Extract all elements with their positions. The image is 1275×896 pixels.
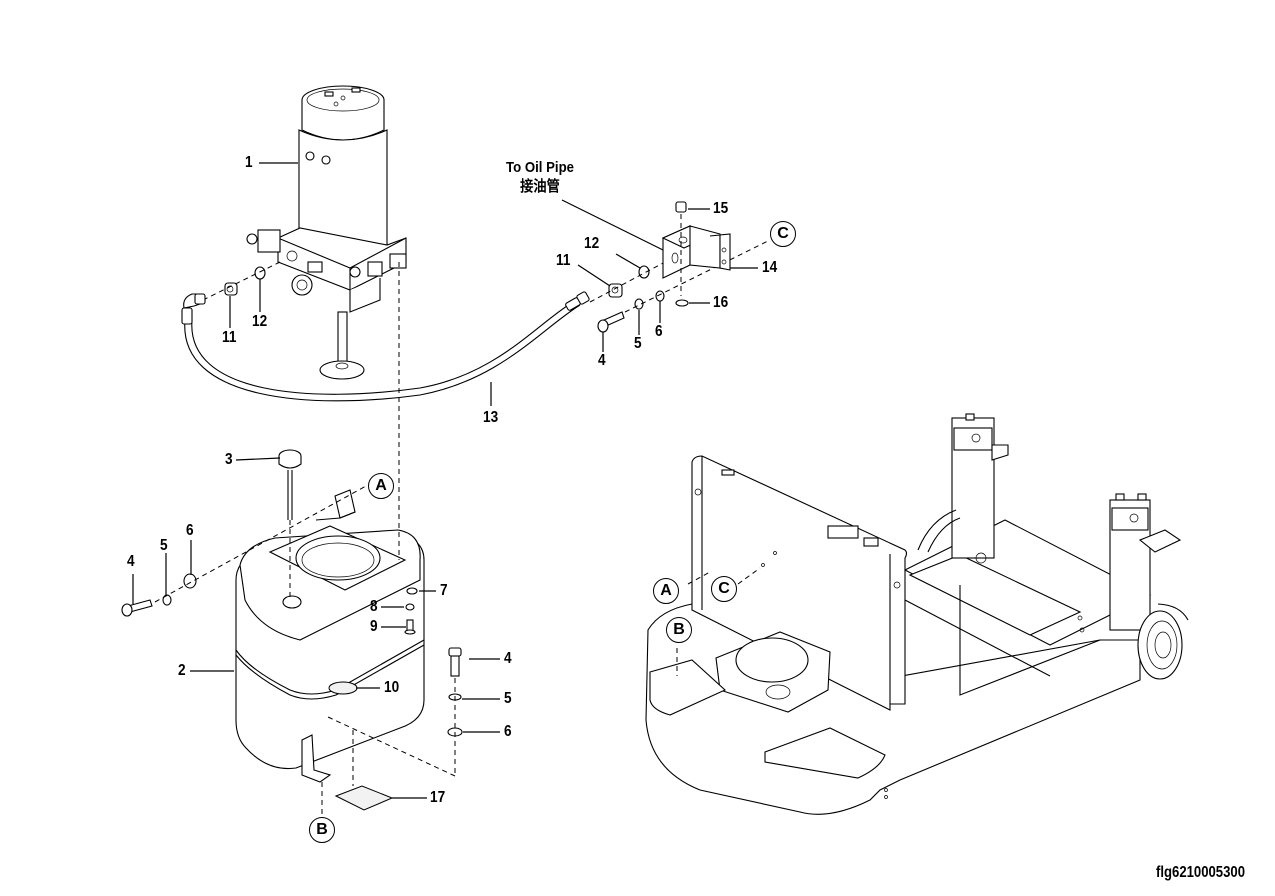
callout-6-left: 6 — [186, 522, 194, 539]
callout-4-lower: 4 — [504, 650, 512, 667]
filler-cap-part-3 — [278, 449, 302, 520]
oil-pipe-note-english: To Oil Pipe — [506, 159, 574, 176]
callout-9: 9 — [370, 618, 378, 635]
callout-13: 13 — [483, 409, 499, 426]
bolt-15 — [675, 201, 687, 213]
callout-4-right: 4 — [598, 352, 606, 369]
callout-6-right: 6 — [655, 323, 663, 340]
bolt-4-left — [121, 599, 153, 617]
callout-5-left: 5 — [160, 537, 168, 554]
callout-1: 1 — [245, 154, 253, 171]
fitting-11-right — [608, 283, 623, 298]
washer-6-left — [183, 573, 197, 589]
ref-marker-b-frame: B — [666, 617, 692, 643]
callout-12-left: 12 — [252, 313, 268, 330]
ref-marker-a-tank: A — [368, 473, 394, 499]
callout-16: 16 — [713, 294, 729, 311]
callout-2: 2 — [178, 662, 186, 679]
leader-lines — [132, 162, 758, 799]
callout-5-right: 5 — [634, 335, 642, 352]
callout-4-left: 4 — [127, 553, 135, 570]
oil-pipe-note: To Oil Pipe 接油管 — [496, 158, 584, 196]
callout-10: 10 — [384, 679, 400, 696]
callout-5-lower: 5 — [504, 690, 512, 707]
ref-marker-a-frame: A — [653, 578, 679, 604]
oil-tank-part-2 — [235, 489, 425, 783]
callout-7: 7 — [440, 582, 448, 599]
callout-11-right: 11 — [556, 252, 571, 269]
callout-3: 3 — [225, 451, 233, 468]
ref-marker-b-tank: B — [309, 817, 335, 843]
bolt-4-lower — [448, 647, 462, 677]
callout-11-left: 11 — [222, 329, 237, 346]
figure-id: flg6210005300 — [1156, 864, 1245, 881]
callout-8: 8 — [370, 598, 378, 615]
seal-ring-12-right — [638, 265, 650, 279]
washer-8 — [405, 603, 415, 611]
truck-chassis-frame — [645, 413, 1189, 815]
oil-pipe-note-chinese: 接油管 — [520, 178, 560, 195]
pad-part-17 — [334, 785, 394, 811]
hydraulic-hose-part-13 — [181, 291, 590, 402]
seal-ring-12-left — [254, 266, 266, 280]
callout-14: 14 — [762, 259, 778, 276]
ref-marker-c-bracket: C — [770, 221, 796, 247]
callout-6-lower: 6 — [504, 723, 512, 740]
pump-motor-part-1 — [246, 85, 407, 380]
callout-12-right: 12 — [584, 235, 600, 252]
fitting-11-left — [224, 282, 238, 296]
screw-9 — [404, 619, 416, 635]
callout-17: 17 — [430, 789, 446, 806]
nut-16 — [675, 299, 689, 307]
bolt-4-right — [597, 311, 625, 333]
ref-marker-c-frame: C — [711, 576, 737, 602]
nut-7 — [406, 587, 418, 595]
washer-6-right — [655, 290, 665, 302]
bracket-part-14 — [661, 225, 731, 279]
callout-15: 15 — [713, 200, 729, 217]
